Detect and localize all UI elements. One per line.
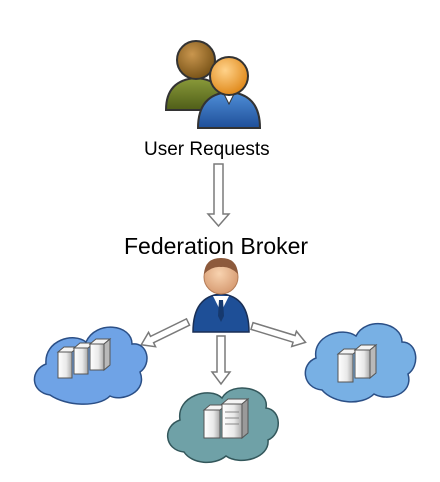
user-requests-label: User Requests [144, 139, 270, 160]
cloud-servers-icon [167, 387, 279, 464]
cloud-servers-icon [304, 322, 417, 403]
cloud-left [33, 326, 148, 405]
users-group-icon [164, 40, 262, 129]
federation-broker-label: Federation Broker [124, 233, 309, 259]
user-front-icon [196, 56, 262, 129]
arrow-broker-to-cloud-left [140, 317, 191, 348]
user-back-icon [164, 40, 228, 111]
arrow-broker-to-cloud-bottom [210, 335, 232, 386]
cloud-servers-icon [33, 326, 148, 405]
arrow-users-to-broker [206, 163, 231, 228]
broker-person-icon [192, 258, 250, 333]
cloud-right [304, 322, 417, 403]
arrow-broker-to-cloud-right [250, 321, 307, 348]
cloud-bottom [167, 387, 279, 464]
